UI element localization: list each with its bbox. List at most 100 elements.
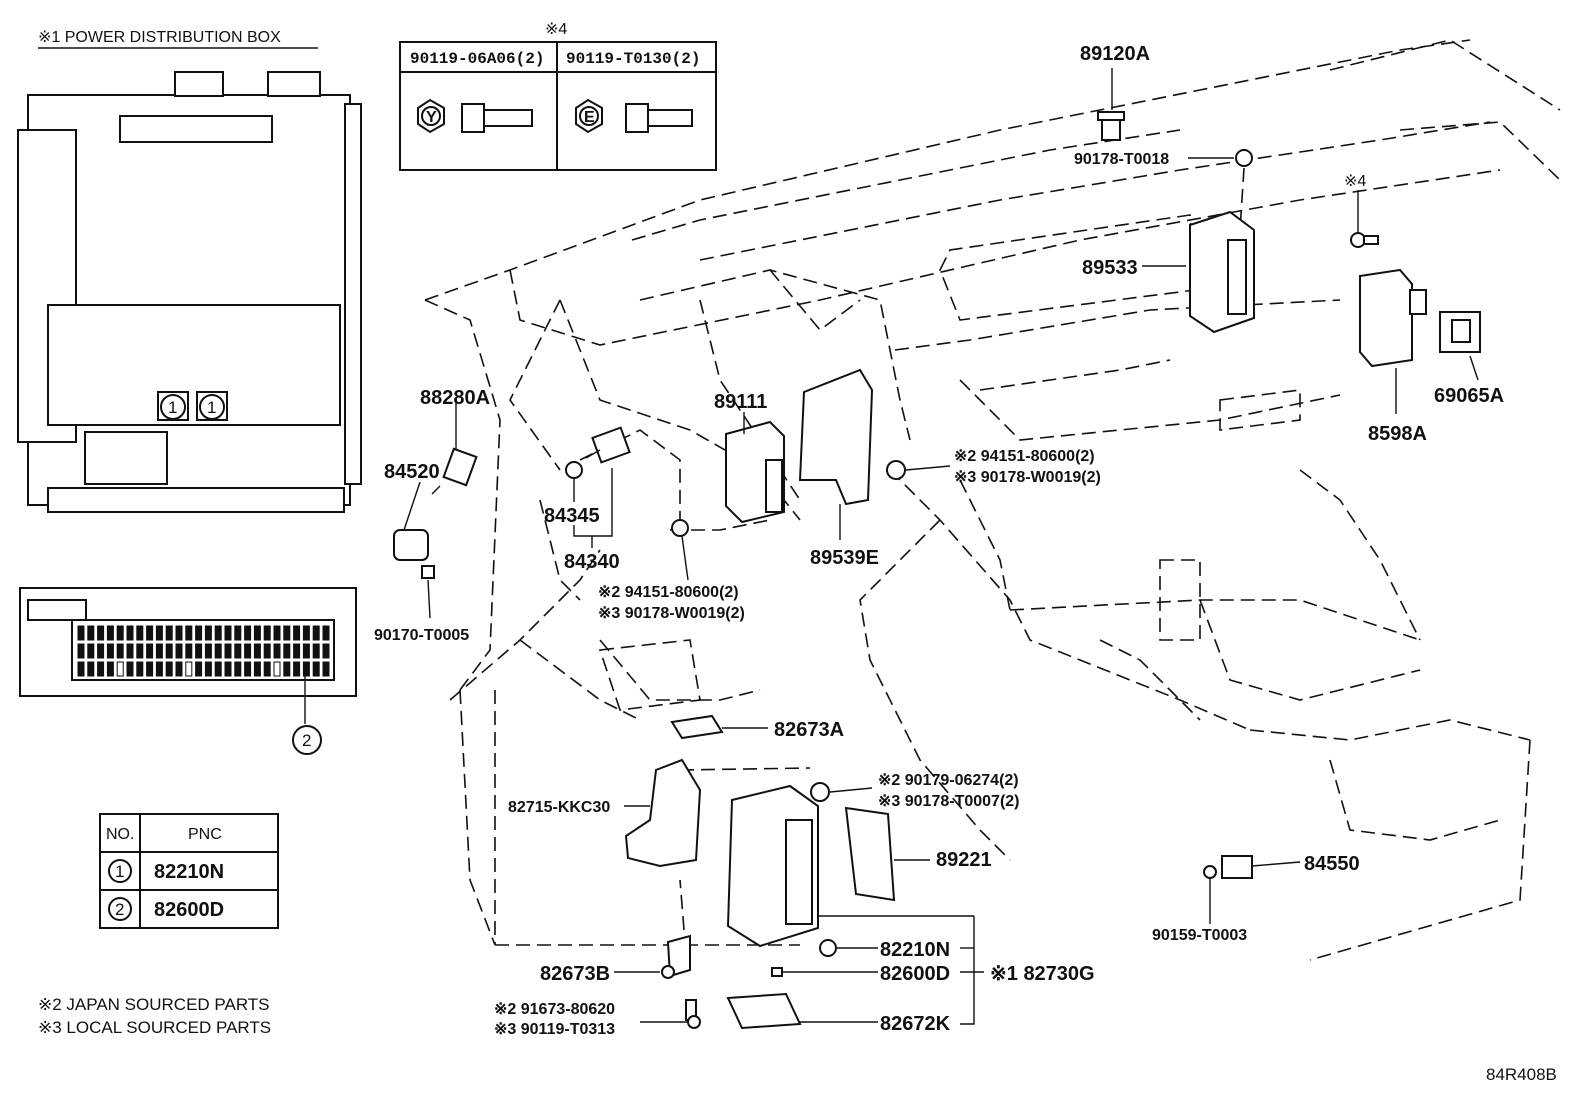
fuse-cell (175, 661, 183, 677)
fuse-cell (253, 661, 261, 677)
part-84345-84340 (565, 426, 631, 548)
fuse-cell (224, 643, 232, 659)
label-82730g: ※1 82730G (990, 963, 1095, 985)
label-ref-a2: ※3 90178-W0019(2) (954, 469, 1101, 486)
fuse-cell (293, 661, 301, 677)
fuse-cell (263, 625, 271, 641)
fuse-cell (273, 643, 281, 659)
fuse-cell (146, 625, 154, 641)
label-89221: 89221 (936, 849, 992, 871)
part-82210n-82600d-82672k (726, 916, 984, 1030)
bolt-table-col2: 90119-T0130(2) (566, 50, 700, 68)
fuse-cell (155, 625, 163, 641)
fuse-cell (312, 661, 320, 677)
note-local-sourced: ※3 LOCAL SOURCED PARTS (38, 1018, 271, 1037)
fuse-cell (263, 661, 271, 677)
fuse-cell (234, 625, 242, 641)
pnc-row-1-no: 1 (115, 862, 124, 881)
part-clip-mid (671, 519, 689, 581)
part-8598a (1359, 268, 1427, 414)
fuse-cell (322, 661, 330, 677)
dashboard-outline (424, 39, 1561, 961)
fuse-cell (77, 625, 85, 641)
fuse-cell (293, 643, 301, 659)
fuse-cell (97, 625, 105, 641)
fuse-cell (175, 625, 183, 641)
fuse-cell (126, 625, 134, 641)
fuse-cell (146, 643, 154, 659)
fuse-cell (244, 661, 252, 677)
fuse-cell (263, 643, 271, 659)
bolt-e-icon (625, 103, 649, 133)
part-89533 (1142, 210, 1255, 334)
fuse-cell (244, 643, 252, 659)
fuse-cell (136, 661, 144, 677)
fuse-cell (302, 643, 310, 659)
fuse-cell (253, 625, 261, 641)
part-labels: 89120A 90178-T0018 89533 ※4 8598A 69065A… (374, 43, 1504, 1038)
fuse-cell (97, 661, 105, 677)
part-ecu-main (726, 784, 974, 948)
fuse-cell (87, 625, 95, 641)
pnc-row-1-pnc: 82210N (154, 861, 224, 883)
fuse-cell (204, 643, 212, 659)
part-89120a (1097, 68, 1125, 141)
power-distribution-box-top: ※1 POWER DISTRIBUTION BOX 1 1 (17, 29, 362, 513)
fuse-cell (283, 625, 291, 641)
fuse-cell (77, 643, 85, 659)
label-ref-c2: ※3 90178-T0007(2) (878, 793, 1020, 810)
fuse-cell (234, 643, 242, 659)
illustration-ref-code: 84R408B (1486, 1065, 1557, 1084)
fuse-cell (116, 661, 124, 677)
fuse-cell (195, 661, 203, 677)
mark-1-circle-b (199, 394, 225, 420)
fuse-cell (126, 643, 134, 659)
fuse-cell (136, 625, 144, 641)
label-ref-d2: ※3 90119-T0313 (494, 1021, 615, 1038)
label-89111: 89111 (714, 391, 767, 413)
fuse-cell (322, 625, 330, 641)
fuse-cell (244, 625, 252, 641)
label-89539e: 89539E (810, 547, 879, 569)
label-82673b: 82673B (540, 963, 610, 985)
fuse-cell (87, 643, 95, 659)
part-84550 (1203, 855, 1301, 924)
part-clip-right (886, 460, 951, 480)
part-89221 (844, 806, 930, 902)
fuse-cell (87, 661, 95, 677)
pnc-table-head-pnc: PNC (188, 826, 222, 843)
label-90178-t0018: 90178-T0018 (1074, 151, 1169, 168)
fuse-cell (116, 643, 124, 659)
label-84550: 84550 (1304, 853, 1360, 875)
label-82210n: 82210N (880, 939, 950, 961)
bolt-table: ※4 90119-06A06(2) 90119-T0130(2) Y E (399, 21, 717, 171)
mark-1-b: 1 (207, 398, 216, 417)
fuse-cell (293, 625, 301, 641)
fuse-cell (283, 661, 291, 677)
bolt-symbol-e: E (584, 109, 595, 126)
mark-1-circle-a (160, 394, 186, 420)
fuse-cell (185, 661, 193, 677)
part-84520 (393, 481, 435, 619)
mark-2-circle (292, 725, 322, 755)
label-82715-kkc30: 82715-KKC30 (508, 799, 610, 816)
fuse-cell (185, 643, 193, 659)
fuse-cell (322, 643, 330, 659)
fuse-cell (312, 625, 320, 641)
fuse-cell (106, 661, 114, 677)
fuse-cell (106, 643, 114, 659)
fuse-cell (204, 625, 212, 641)
fuse-cell (185, 625, 193, 641)
pnc-row-2-pnc: 82600D (154, 899, 224, 921)
label-8598a: 8598A (1368, 423, 1427, 445)
label-90159-t0003: 90159-T0003 (1152, 927, 1247, 944)
label-89533: 89533 (1082, 257, 1138, 279)
fuse-cell (136, 643, 144, 659)
fuse-grid (77, 625, 330, 677)
mark-2: 2 (302, 731, 311, 750)
label-84345: 84345 (544, 505, 600, 527)
label-ref-b2: ※3 90178-W0019(2) (598, 605, 745, 622)
fuse-cell (155, 661, 163, 677)
part-89539e (798, 368, 874, 540)
